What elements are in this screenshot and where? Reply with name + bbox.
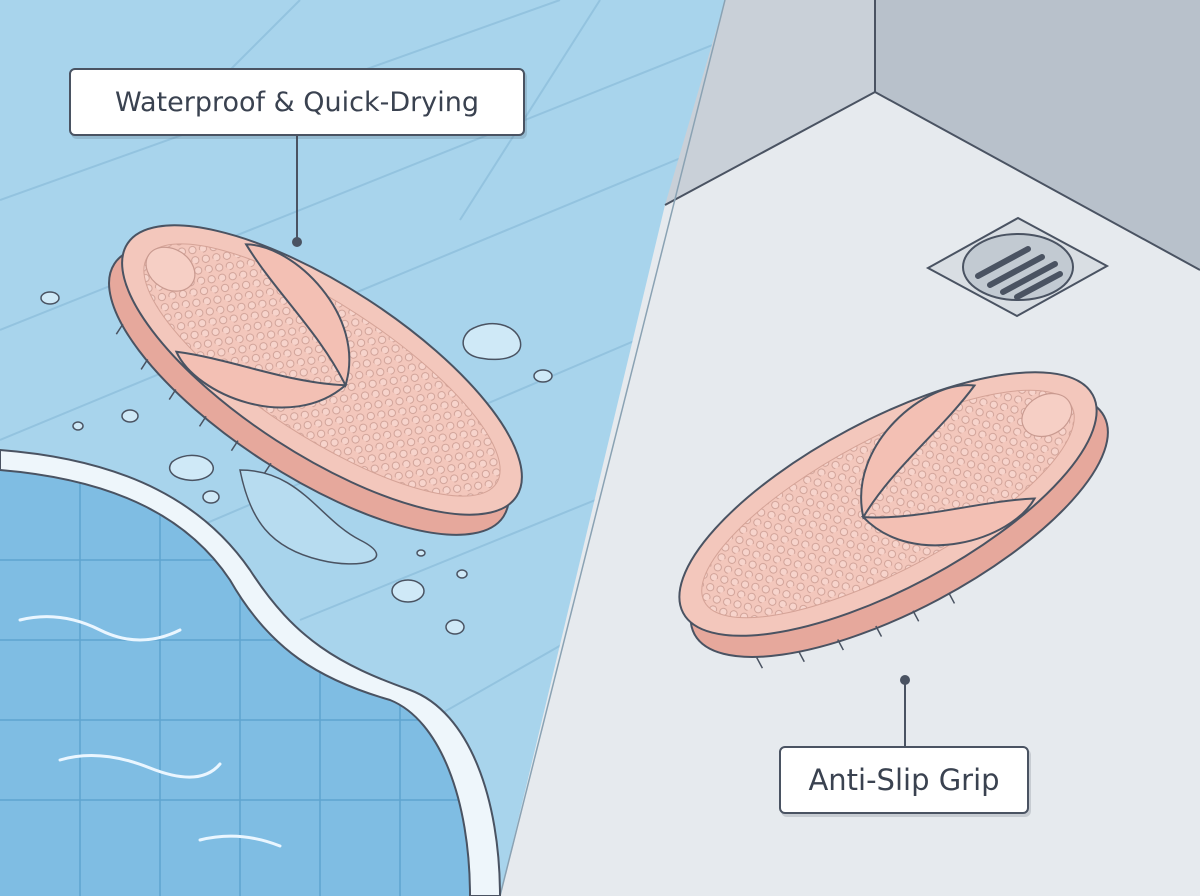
callout-anti-slip-grip: Anti-Slip Grip	[779, 746, 1029, 814]
callout-leader-grip	[900, 675, 910, 746]
callout-waterproof-label: Waterproof & Quick-Drying	[115, 86, 479, 118]
sandal-icon-right	[678, 371, 1109, 669]
callout-leader-waterproof	[292, 136, 302, 247]
sandal-icon-left	[108, 224, 523, 536]
callout-waterproof-quick-drying: Waterproof & Quick-Drying	[69, 68, 525, 136]
water-drop-icon	[40, 291, 553, 635]
callout-grip-label: Anti-Slip Grip	[808, 763, 1000, 797]
drain-icon	[925, 216, 1110, 318]
